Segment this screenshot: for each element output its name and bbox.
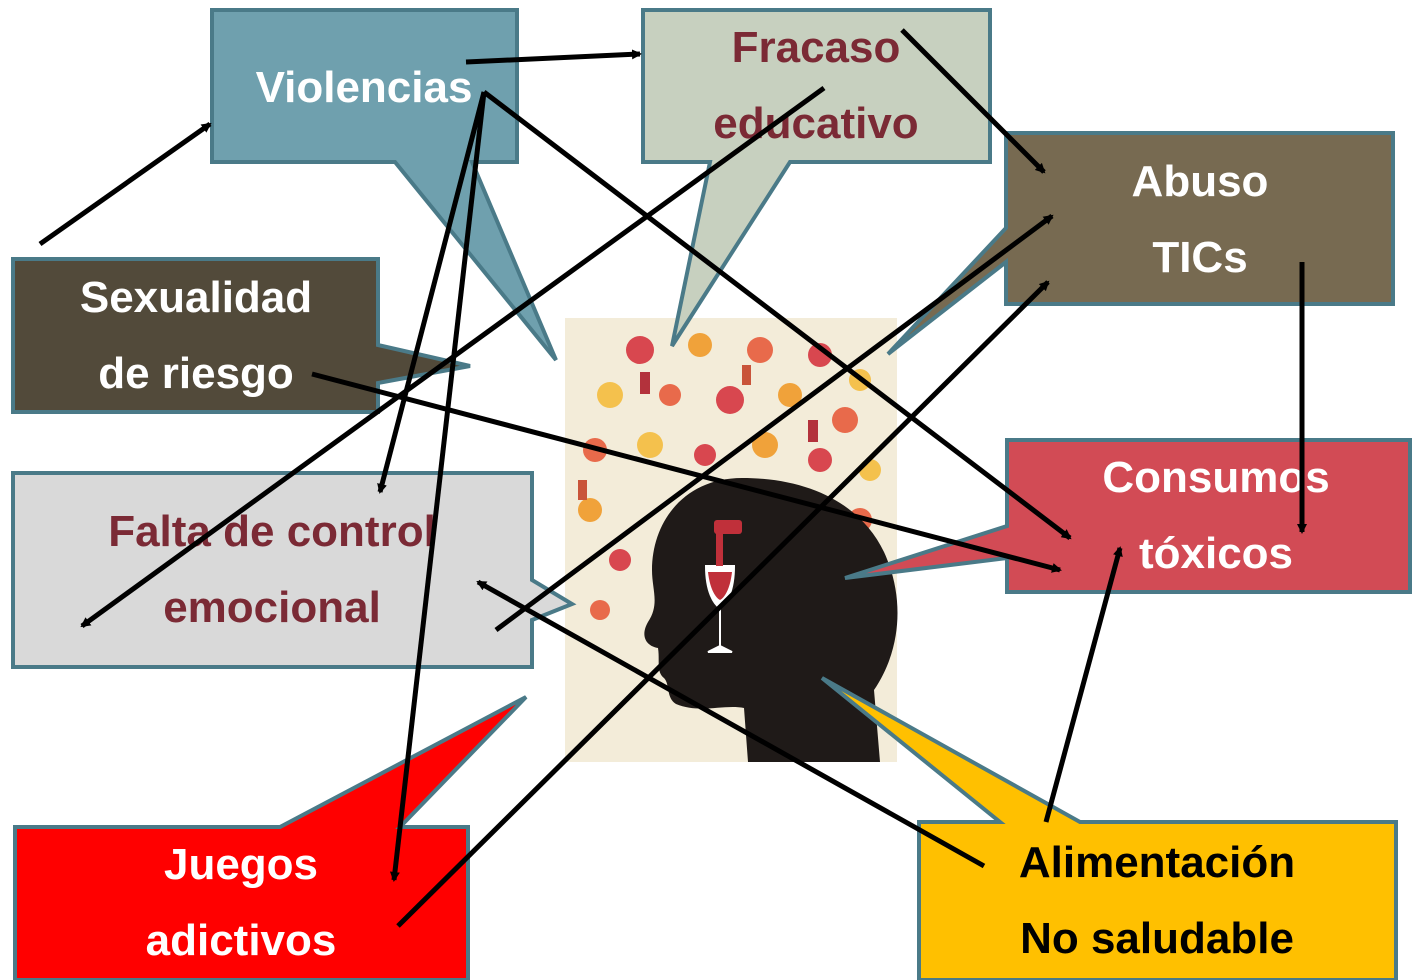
alimentacion-label: Alimentación No saludable xyxy=(1019,838,1295,963)
alimentacion-label-line-1: Alimentación xyxy=(1019,838,1295,887)
callout-falta-shape xyxy=(11,471,577,669)
fracaso-label: Fracaso educativo xyxy=(713,23,918,148)
callout-consumos-shape xyxy=(844,438,1412,594)
sexualidad-label-line-2: de riesgo xyxy=(98,349,294,398)
arrow-fracaso-to-falta xyxy=(80,85,826,629)
sexualidad-label-line-1: Sexualidad xyxy=(80,273,312,322)
callout-falta: Falta de control emocional xyxy=(11,471,577,669)
callout-alimentacion: Alimentación No saludable xyxy=(820,676,1398,980)
juegos-label-line-2: adictivos xyxy=(146,916,337,965)
violencias-label-line-1: Violencias xyxy=(256,63,473,112)
juegos-label-line-1: Juegos xyxy=(164,840,318,889)
arrows-layer xyxy=(38,28,1307,928)
consumos-label-line-2: tóxicos xyxy=(1139,529,1293,578)
callout-juegos-shape xyxy=(13,695,528,980)
callout-sexualidad-shape xyxy=(11,257,471,414)
callout-violencias: Violencias xyxy=(210,8,558,362)
arrow-violencias-to-consumos xyxy=(482,90,1072,540)
arrow-alimentacion-to-consumos xyxy=(1043,546,1123,823)
callout-sexualidad: Sexualidad de riesgo xyxy=(11,257,471,414)
sexualidad-label: Sexualidad de riesgo xyxy=(80,273,312,398)
arrow-violencias-to-falta xyxy=(377,91,487,494)
arrow-sexualidad-to-violencias xyxy=(38,121,212,247)
callout-juegos: Juegos adictivos xyxy=(13,695,528,980)
callout-fracaso-shape xyxy=(641,8,992,348)
arrow-sexualidad-to-consumos xyxy=(311,371,1062,573)
callout-consumos: Consumos tóxicos xyxy=(844,438,1412,594)
abuso-label-line-2: TICs xyxy=(1152,233,1247,282)
abuso-label-line-1: Abuso xyxy=(1132,157,1269,206)
callout-violencias-shape xyxy=(210,8,558,362)
center-illustration xyxy=(565,318,898,762)
head-silhouette xyxy=(644,478,898,762)
consumos-label: Consumos tóxicos xyxy=(1102,453,1329,578)
falta-label: Falta de control emocional xyxy=(108,507,436,632)
fracaso-label-line-1: Fracaso xyxy=(732,23,901,72)
arrow-falta-to-abuso xyxy=(494,213,1054,633)
arrow-juegos-to-abuso xyxy=(396,280,1050,928)
consumos-label-line-1: Consumos xyxy=(1102,453,1329,502)
arrow-alimentacion-to-falta xyxy=(476,579,986,869)
arrow-violencias-to-juegos xyxy=(389,91,487,882)
callout-abuso-shape xyxy=(886,131,1395,356)
falta-label-line-2: emocional xyxy=(163,583,381,632)
arrow-fracaso-to-abuso xyxy=(900,28,1046,174)
violencias-label: Violencias xyxy=(256,63,473,112)
arrow-violencias-to-fracaso xyxy=(465,49,642,65)
juegos-label: Juegos adictivos xyxy=(146,840,337,965)
falta-label-line-1: Falta de control xyxy=(108,507,436,556)
callout-alimentacion-shape xyxy=(820,676,1398,980)
callout-fracaso: Fracaso educativo xyxy=(641,8,992,348)
fracaso-label-line-2: educativo xyxy=(713,99,918,148)
alimentacion-label-line-2: No saludable xyxy=(1020,914,1294,963)
